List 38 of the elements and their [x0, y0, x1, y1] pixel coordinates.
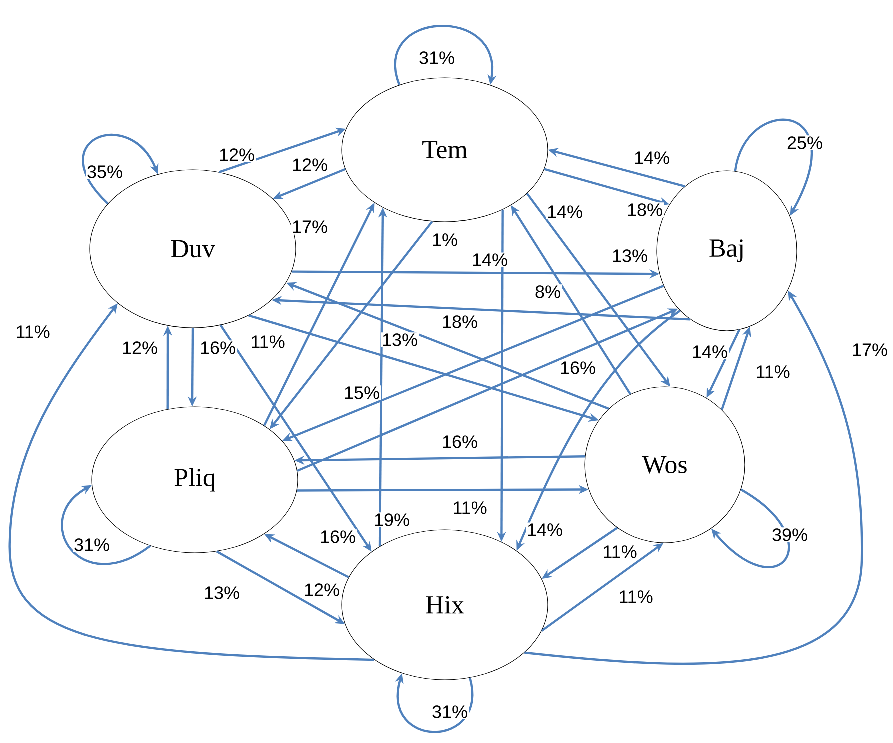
- edge-label: 11%: [602, 544, 638, 560]
- edge-label: 31%: [418, 50, 456, 66]
- edge-label: 18%: [626, 202, 664, 218]
- edge-label: 16%: [441, 434, 480, 450]
- edge-label: 12%: [121, 340, 160, 356]
- edge-label: 14%: [546, 204, 584, 220]
- edge-label: 1%: [431, 232, 460, 248]
- edge-label: 19%: [373, 512, 412, 528]
- edge-label: 14%: [633, 150, 672, 166]
- edge-label: 39%: [771, 528, 810, 542]
- edge-label: 12%: [218, 148, 256, 162]
- edge-label: 16%: [199, 340, 238, 356]
- arrow: [82, 134, 159, 205]
- edge-label: 16%: [319, 530, 358, 544]
- edge-label: 15%: [343, 386, 382, 400]
- edge-label: 25%: [786, 136, 824, 150]
- edge-label: 11%: [618, 590, 654, 604]
- edge-label: 12%: [303, 582, 342, 598]
- edge-label: 14%: [471, 252, 510, 268]
- edge-label: 31%: [431, 704, 470, 720]
- edge-label: 16%: [559, 360, 598, 376]
- edge-label: 11%: [14, 324, 52, 340]
- edge-label: 13%: [381, 332, 420, 348]
- edge-label: 11%: [250, 334, 286, 350]
- edge-label: 13%: [203, 586, 242, 600]
- edge-label: 14%: [526, 522, 564, 538]
- edge-label: 11%: [754, 364, 792, 380]
- edge-label: 31%: [73, 538, 112, 552]
- edge-label: 35%: [86, 164, 124, 180]
- arrow: [394, 25, 497, 86]
- edge-label: 11%: [452, 500, 488, 516]
- edge-label: 12%: [291, 158, 330, 172]
- edge-label: 18%: [441, 314, 480, 330]
- edge-label: 17%: [291, 220, 330, 234]
- edge-label: 17%: [851, 342, 890, 358]
- edge-label: 8%: [534, 284, 562, 300]
- edge-label: 14%: [691, 344, 730, 360]
- edge-label: 13%: [611, 248, 650, 264]
